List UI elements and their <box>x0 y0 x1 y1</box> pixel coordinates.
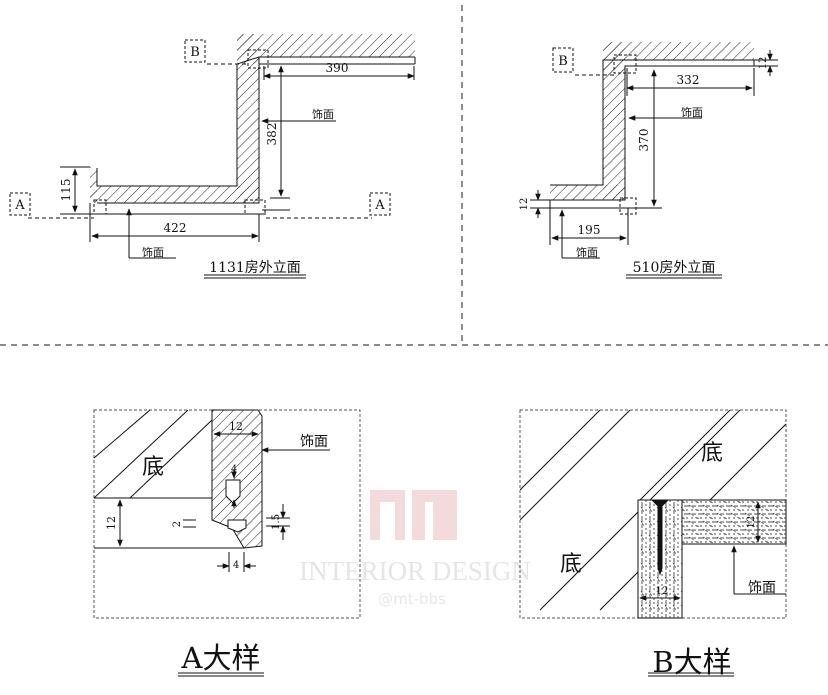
elevation-1131-text: 390 382 115 422 饰面 饰面 B A A 1131房外立面 <box>14 45 385 276</box>
dim-text-370: 370 <box>637 129 651 152</box>
tag-b-text: B <box>190 45 200 60</box>
detail-a-dim-v4: 4 <box>231 464 237 475</box>
elevation-1131-title: 1131房外立面 <box>209 260 301 276</box>
dim-text-390: 390 <box>326 61 349 75</box>
detail-b-base-label-bottom: 底 <box>560 552 582 577</box>
detail-a-text: 底 饰面 12 12 4 4 2 1.5 A大样 <box>105 420 328 675</box>
watermark-logo-right <box>412 490 457 540</box>
finish-label-bottom-510: 饰面 <box>576 245 598 259</box>
wall-vertical-510 <box>603 42 625 200</box>
dim-text-332: 332 <box>677 73 700 87</box>
tag-b-box-510 <box>552 47 574 73</box>
wall-vertical <box>237 34 259 198</box>
watermark: INTERIOR DESIGN @mt-bbs <box>299 490 531 608</box>
watermark-sub: @mt-bbs <box>378 590 446 608</box>
elevation-1131 <box>9 34 416 279</box>
detail-marker-b <box>247 49 269 69</box>
tag-a-left-box <box>9 192 31 216</box>
detail-b-finish-label: 饰面 <box>748 580 776 596</box>
elevation-510-text: 332 370 195 12 12 饰面 饰面 B 510房外立面 <box>519 54 769 276</box>
tag-a-left-text: A <box>14 198 25 213</box>
finish-label-mid-510: 饰面 <box>681 105 703 119</box>
detail-b-base-label-top: 底 <box>701 441 723 466</box>
wall-bottom-slab-510 <box>550 185 625 200</box>
dim-text-422: 422 <box>164 221 187 235</box>
detail-marker-a-right <box>244 199 266 215</box>
wall-top-slab-510 <box>603 42 754 75</box>
finish-label-bottom: 饰面 <box>142 245 164 259</box>
detail-a-dim-top-12: 12 <box>229 420 243 433</box>
detail-marker-b-510 <box>613 54 637 74</box>
detail-b-caption: B大样 <box>652 645 731 679</box>
dim-text-382: 382 <box>265 123 279 146</box>
detail-b-dim-right-12: 12 <box>746 516 757 529</box>
tag-b-text-510: B <box>558 54 568 69</box>
tag-a-right-text: A <box>374 198 385 213</box>
detail-a-caption: A大样 <box>181 641 261 675</box>
finish-outline <box>96 56 415 187</box>
detail-a-dim-15: 1.5 <box>271 514 282 530</box>
detail-a-dim-left-12: 12 <box>105 516 118 530</box>
elevation-510-title: 510房外立面 <box>633 260 716 276</box>
dim-text-115: 115 <box>59 179 73 202</box>
wall-bottom-slab <box>90 186 259 203</box>
dim-text-195: 195 <box>578 223 601 237</box>
detail-a-finish-post <box>211 409 263 549</box>
detail-b-dim-bottom-12: 12 <box>656 586 669 597</box>
dim-text-12-top: 12 <box>758 57 769 70</box>
elevation-510 <box>530 42 778 279</box>
detail-b <box>519 409 787 677</box>
wall-top-slab <box>237 34 415 64</box>
detail-b-text: 底 底 饰面 12 12 B大样 <box>560 441 776 679</box>
finish-label-mid: 饰面 <box>312 107 334 121</box>
detail-a-finish-label: 饰面 <box>300 434 328 450</box>
dim-text-12-left: 12 <box>519 198 530 211</box>
detail-a-base-label: 底 <box>142 455 164 480</box>
detail-a-dim-h4: 4 <box>233 560 239 571</box>
tag-a-right-box <box>369 192 391 216</box>
detail-b-screw <box>650 499 670 576</box>
tag-b-box <box>184 39 206 63</box>
watermark-text: INTERIOR DESIGN <box>299 556 531 586</box>
detail-a <box>93 409 361 677</box>
detail-marker-a-left <box>93 199 107 215</box>
wall-left-stub <box>90 167 97 203</box>
detail-a-dim-2: 2 <box>172 521 183 527</box>
